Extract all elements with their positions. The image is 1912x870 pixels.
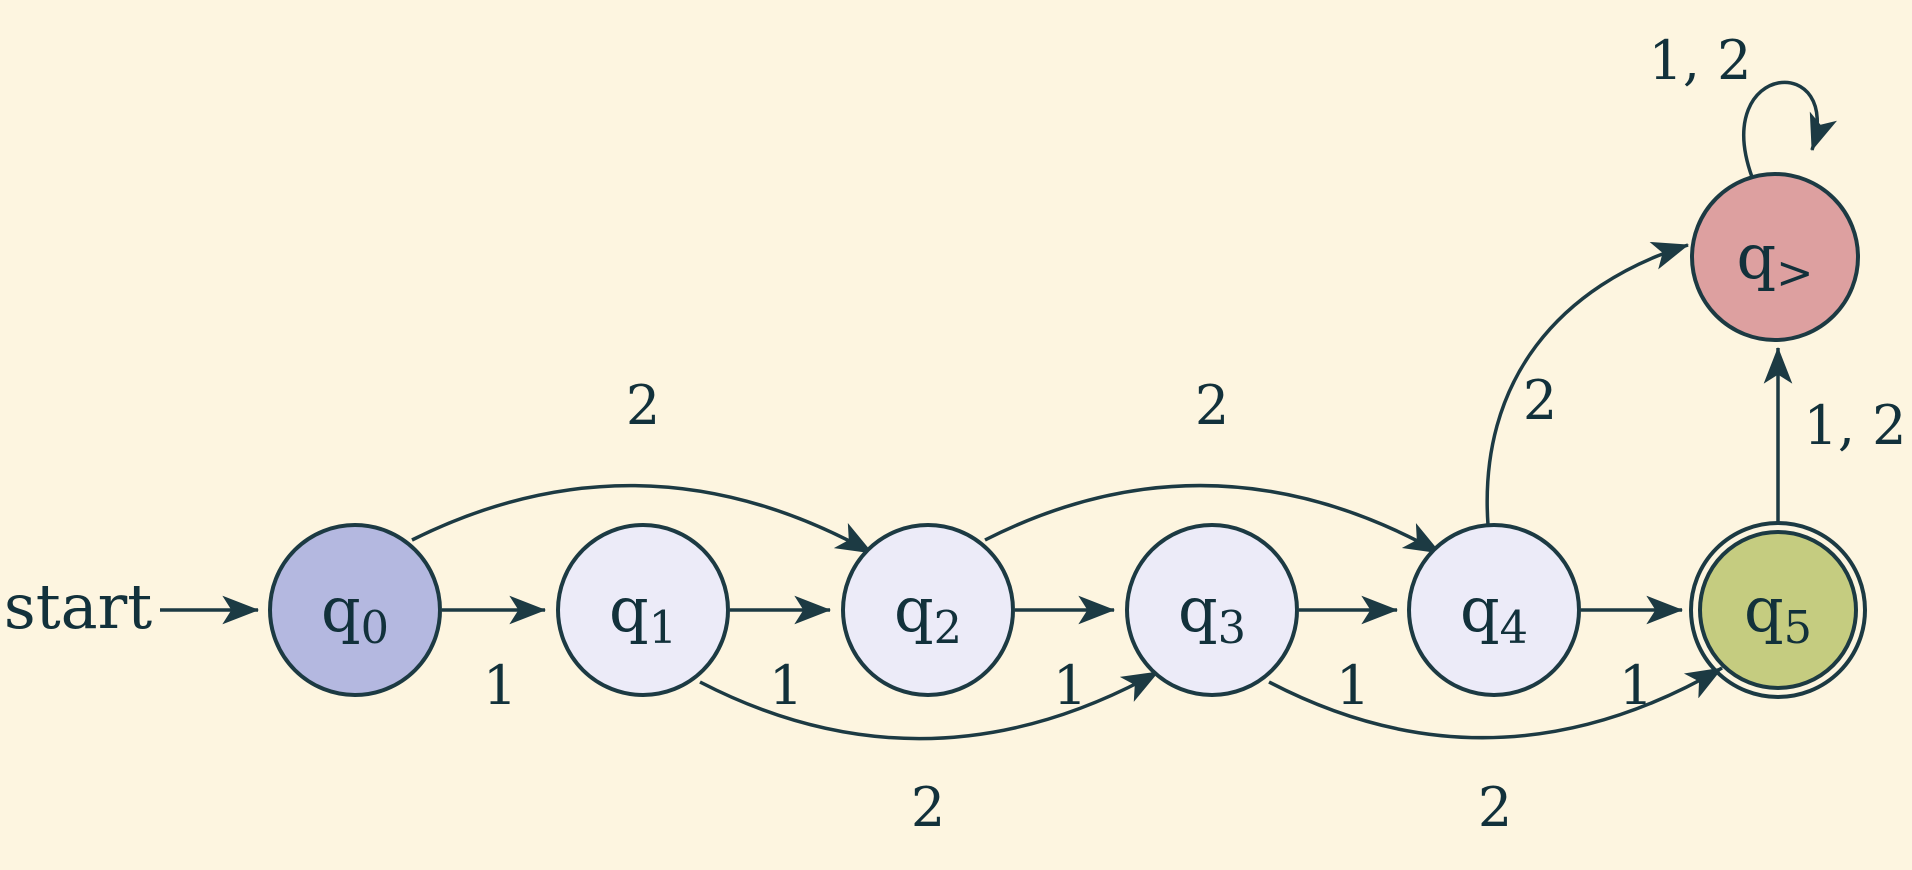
state-q2-subscript: 2 — [934, 602, 962, 654]
state-q1[interactable]: q1 — [556, 523, 730, 697]
state-q5-circle[interactable] — [1698, 530, 1858, 690]
state-q4-label: q4 — [1460, 573, 1528, 653]
edge-label-q5-qgt: 1, 2 — [1803, 394, 1906, 457]
state-q2-circle[interactable] — [841, 523, 1015, 697]
state-q1-label: q1 — [609, 573, 677, 653]
state-q0-subscript: 0 — [361, 602, 389, 654]
state-q3-label: q3 — [1178, 573, 1246, 653]
state-q2[interactable]: q2 — [841, 523, 1015, 697]
state-qgt-label: q> — [1736, 220, 1813, 298]
state-q4-circle[interactable] — [1407, 523, 1581, 697]
edge-label-q4-q5: 1 — [1619, 654, 1653, 717]
state-q3[interactable]: q3 — [1125, 523, 1299, 697]
edge-label-q2-q3: 1 — [1053, 654, 1087, 717]
state-qgt[interactable]: q> — [1690, 172, 1860, 342]
edge-q3-q5 — [1268, 666, 1723, 740]
edge-label-q1-q2: 1 — [769, 654, 803, 717]
edge-q4-qgt — [1485, 241, 1690, 526]
edge-label-q4-qgt: 2 — [1523, 369, 1557, 432]
state-q5[interactable]: q5 — [1689, 521, 1867, 699]
edge-label-q3-q5: 2 — [1478, 776, 1512, 839]
state-q4[interactable]: q4 — [1407, 523, 1581, 697]
edge-qgt-self-loop — [1742, 80, 1837, 178]
edge-label-q2-q4: 2 — [1195, 374, 1229, 437]
edge-q0-q2 — [411, 483, 873, 555]
state-q1-subscript: 1 — [649, 602, 677, 654]
edge-label-qgt-self: 1, 2 — [1648, 29, 1751, 92]
state-qgt-subscript: > — [1776, 247, 1813, 299]
state-q2-label: q2 — [894, 573, 962, 653]
edge-q1-q3 — [699, 670, 1159, 741]
state-q0-circle[interactable] — [268, 523, 442, 697]
edge-label-q0-q2: 2 — [626, 374, 660, 437]
edge-label-q3-q4: 1 — [1336, 654, 1370, 717]
state-qgt-circle[interactable] — [1690, 172, 1860, 342]
state-q3-subscript: 3 — [1218, 602, 1246, 654]
state-q5-outer-ring — [1689, 521, 1867, 699]
state-q0-label: q0 — [321, 573, 389, 653]
edge-label-q0-q1: 1 — [483, 654, 517, 717]
state-q1-circle[interactable] — [556, 523, 730, 697]
state-q3-circle[interactable] — [1125, 523, 1299, 697]
start-label: start — [4, 570, 152, 643]
edge-q2-q4 — [984, 483, 1441, 555]
state-q5-label: q5 — [1744, 573, 1812, 653]
edge-labels-layer: 1 1 1 1 1 2 2 2 2 2 1, 2 1, 2 — [483, 29, 1907, 839]
state-q0[interactable]: q0 — [268, 523, 442, 697]
states-layer: q0 q1 q2 q3 q4 — [268, 172, 1867, 699]
edges-layer — [160, 80, 1837, 741]
state-q5-subscript: 5 — [1784, 602, 1812, 654]
edge-label-q1-q3: 2 — [911, 776, 945, 839]
state-q4-subscript: 4 — [1500, 602, 1528, 654]
